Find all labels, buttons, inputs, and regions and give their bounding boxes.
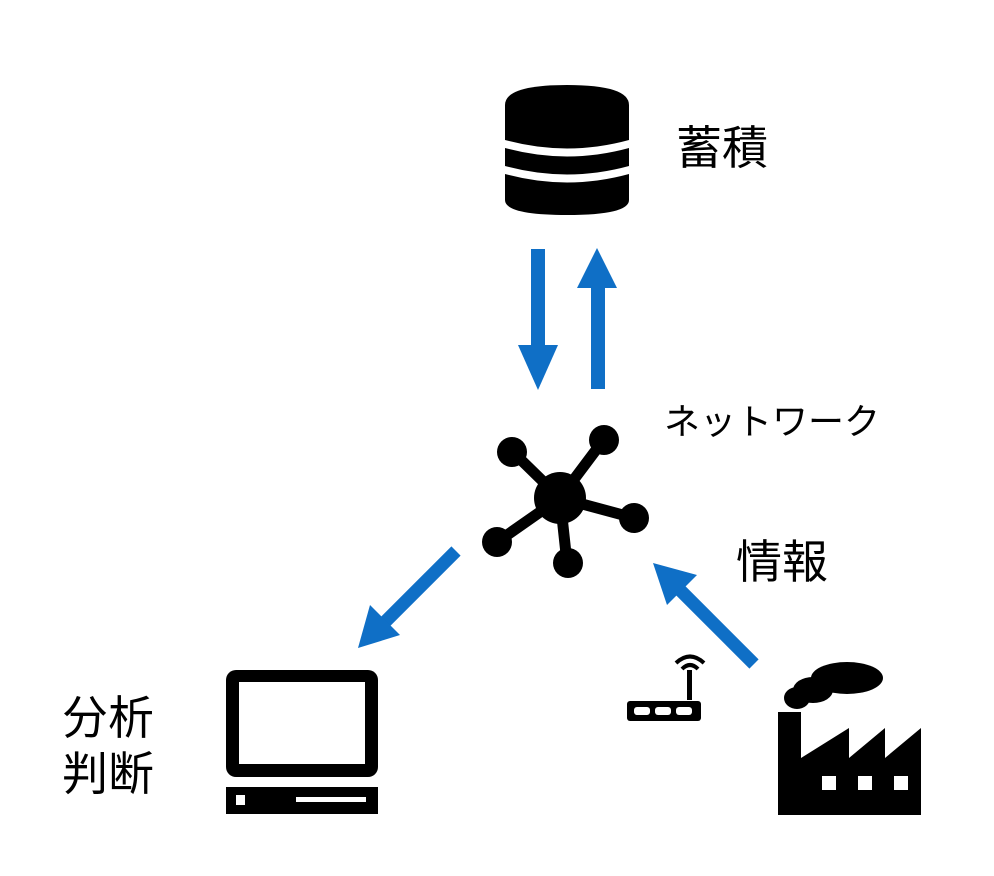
desktop-computer-icon bbox=[226, 670, 378, 814]
analysis-label-line2: 判断 bbox=[62, 747, 154, 801]
information-label: 情報 bbox=[736, 535, 828, 589]
wifi-router-icon bbox=[627, 654, 706, 721]
network-label: ネットワーク bbox=[664, 402, 881, 443]
arrow-network-to-storage bbox=[577, 248, 617, 389]
factory-icon bbox=[778, 662, 921, 815]
database-icon bbox=[505, 85, 629, 215]
arrow-network-to-computer bbox=[358, 546, 461, 648]
analysis-label: 分析 判断 bbox=[62, 690, 154, 802]
network-hub-icon bbox=[482, 425, 649, 578]
analysis-label-line1: 分析 bbox=[62, 691, 154, 745]
storage-label: 蓄積 bbox=[676, 121, 768, 175]
arrow-storage-to-network bbox=[518, 249, 558, 390]
arrow-factory-to-network bbox=[653, 563, 759, 669]
